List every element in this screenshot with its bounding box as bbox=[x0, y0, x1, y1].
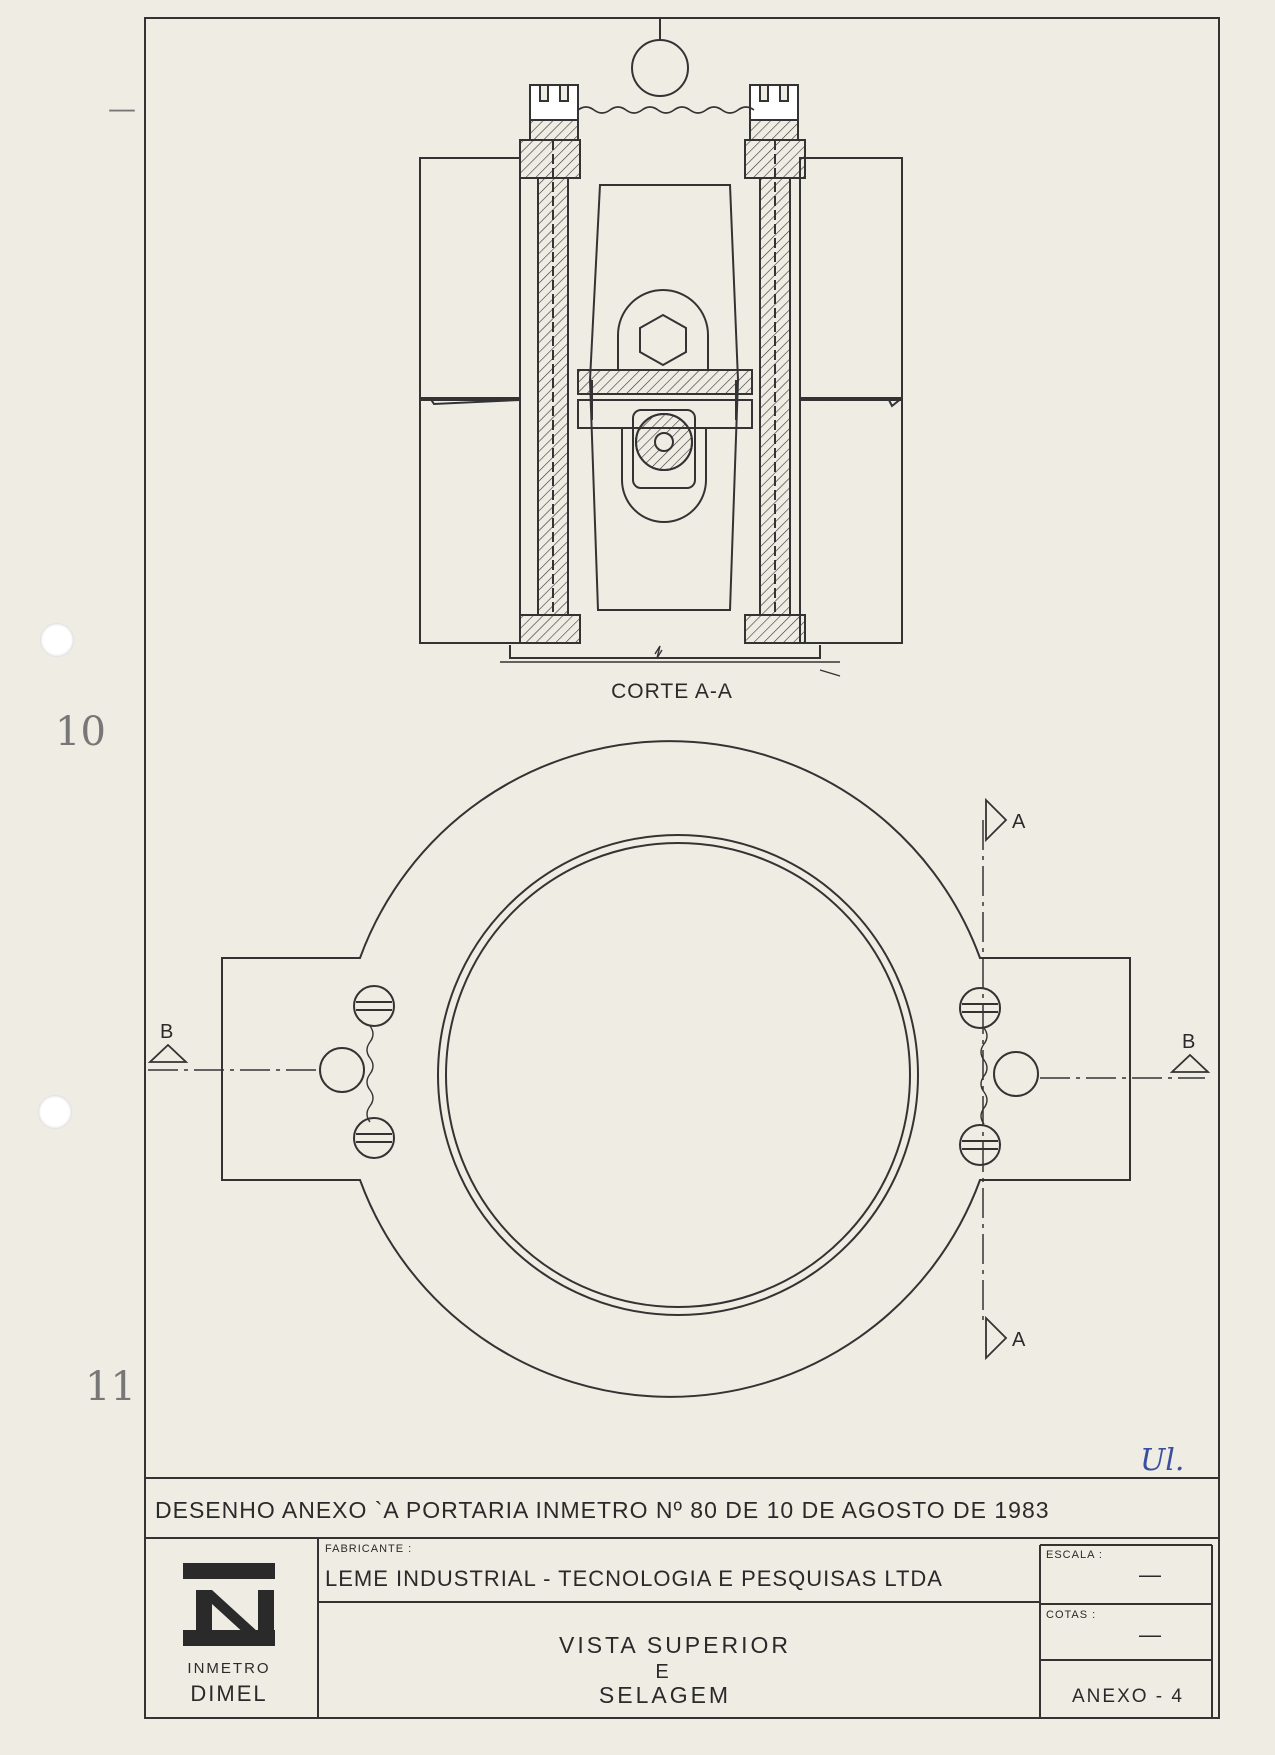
cut-arrow-b-left bbox=[147, 1043, 189, 1063]
cut-label-b-right: B bbox=[1182, 1031, 1195, 1053]
cut-arrow-a-bottom bbox=[985, 1315, 1008, 1361]
cut-label-a-top: A bbox=[1012, 811, 1026, 833]
title-block bbox=[144, 1477, 1220, 1719]
bolt-left bbox=[519, 84, 581, 644]
punch-hole-top bbox=[40, 623, 74, 657]
flange-block-left-top bbox=[419, 157, 521, 399]
sheet-border bbox=[144, 17, 1220, 1719]
section-a-a-view bbox=[419, 18, 903, 677]
logo-inmetro-text: INMETRO bbox=[187, 1660, 270, 1677]
fabricante-label: FABRICANTE : bbox=[325, 1543, 412, 1555]
inmetro-logo bbox=[183, 1563, 275, 1646]
bore-outer bbox=[437, 834, 919, 1316]
hatched-bar bbox=[577, 369, 753, 395]
cut-arrow-b-right bbox=[1169, 1053, 1211, 1073]
drawing-title-line1: VISTA SUPERIOR bbox=[559, 1632, 791, 1658]
bore-inner bbox=[445, 842, 911, 1308]
plan-view bbox=[147, 740, 1211, 1398]
central-body bbox=[588, 184, 740, 611]
punch-hole-bottom bbox=[38, 1095, 72, 1129]
margin-note-top: — bbox=[108, 92, 136, 125]
screw-left-top bbox=[353, 985, 395, 1027]
flange-block-right-bottom bbox=[799, 399, 903, 644]
cotas-label: COTAS : bbox=[1046, 1609, 1096, 1621]
cut-arrow-a-top bbox=[985, 797, 1008, 843]
screw-left-bottom bbox=[353, 1117, 395, 1159]
cotas-value: — bbox=[1139, 1622, 1161, 1647]
screw-right-top bbox=[959, 987, 1001, 1029]
escala-label: ESCALA : bbox=[1046, 1549, 1103, 1561]
screw-right-bottom bbox=[959, 1124, 1001, 1166]
fabricante-value: LEME INDUSTRIAL - TECNOLOGIA E PESQUISAS… bbox=[325, 1566, 943, 1591]
drawing-title-line3: SELAGEM bbox=[599, 1682, 731, 1708]
sheet-id: ANEXO - 4 bbox=[1072, 1686, 1184, 1707]
eye-lug bbox=[617, 289, 709, 370]
hex-nut bbox=[639, 313, 687, 367]
title-block-header: DESENHO ANEXO `A PORTARIA INMETRO Nº 80 … bbox=[155, 1497, 1050, 1523]
drawing-title-line2: E bbox=[655, 1661, 668, 1683]
cut-label-b-left: B bbox=[160, 1021, 173, 1043]
flange-block-right-top bbox=[799, 157, 903, 399]
bolt-right bbox=[744, 84, 806, 644]
lower-eye bbox=[621, 428, 707, 523]
flange-block-left-bottom bbox=[419, 399, 521, 644]
section-caption: CORTE A-A bbox=[611, 680, 733, 703]
logo-dimel-text: DIMEL bbox=[190, 1681, 267, 1706]
cut-label-a-bottom: A bbox=[1012, 1329, 1026, 1351]
margin-note-10: 10 bbox=[55, 709, 106, 755]
handwritten-initials: Ul. bbox=[1140, 1443, 1184, 1478]
seal-wire bbox=[577, 106, 755, 114]
seal-group-left bbox=[319, 985, 395, 1159]
seal-ball-left bbox=[319, 1047, 365, 1093]
margin-note-11: 11 bbox=[85, 1364, 136, 1410]
seal-ball-right bbox=[993, 1051, 1039, 1097]
flange-outline bbox=[221, 740, 1131, 1398]
seal-ball bbox=[631, 39, 689, 97]
seal-group-right bbox=[959, 987, 1039, 1166]
escala-value: — bbox=[1139, 1562, 1161, 1587]
